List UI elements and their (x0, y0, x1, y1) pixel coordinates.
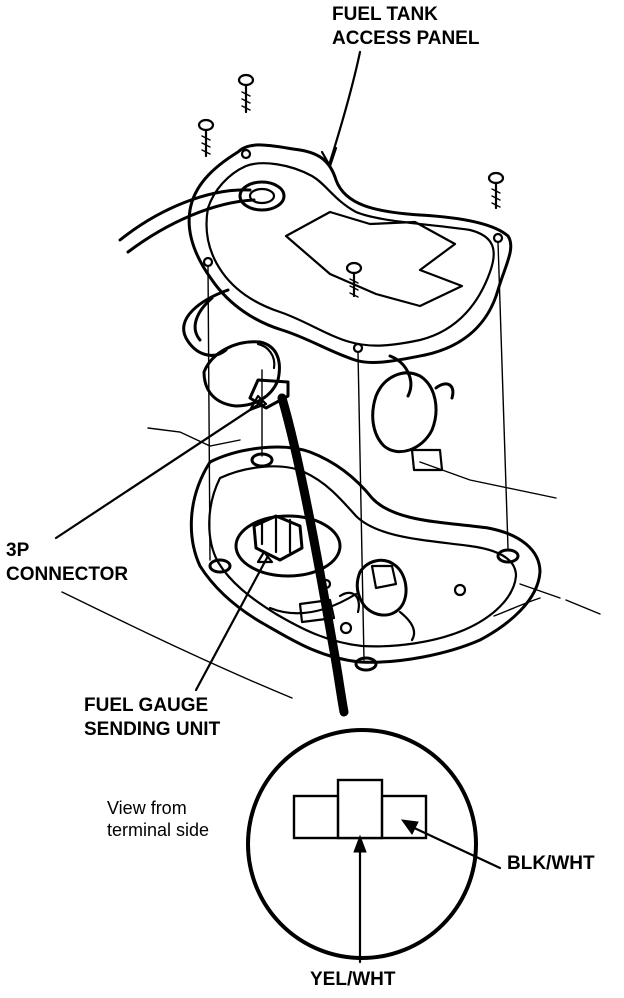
screw-4 (345, 261, 363, 298)
fuel-tank-access-panel-label: FUEL TANK ACCESS PANEL (332, 3, 479, 51)
view-label-line1: View from (107, 798, 187, 818)
screw-3 (487, 171, 505, 210)
screw-1 (237, 73, 255, 114)
wire-to-detail (277, 393, 349, 717)
blk-wht-wire-label: BLK/WHT (507, 853, 595, 874)
view-label-line2: terminal side (107, 820, 210, 840)
sending-unit-label-line1: FUEL GAUGE (84, 695, 209, 716)
detail-view (246, 728, 502, 964)
access-panel-label-line2: ACCESS PANEL (332, 28, 480, 49)
access-panel-label-line1: FUEL TANK (332, 4, 438, 25)
sending-unit (252, 514, 467, 642)
screw-2 (197, 118, 215, 158)
sending-unit-label-line2: SENDING UNIT (84, 719, 221, 740)
leader-lines (54, 50, 362, 699)
connector-harness (182, 288, 455, 472)
3p-connector-label: 3P CONNECTOR (6, 539, 128, 587)
connector-label-line1: 3P (6, 540, 30, 561)
fuel-gauge-sending-unit-label: FUEL GAUGE SENDING UNIT (84, 694, 220, 742)
connector-label-line2: CONNECTOR (6, 564, 129, 585)
mounting-screws (197, 73, 505, 298)
view-from-terminal-side-label: View from terminal side (107, 797, 209, 841)
yel-wht-wire-label: YEL/WHT (310, 969, 396, 990)
access-panel (118, 143, 513, 364)
tank-opening (147, 427, 601, 672)
